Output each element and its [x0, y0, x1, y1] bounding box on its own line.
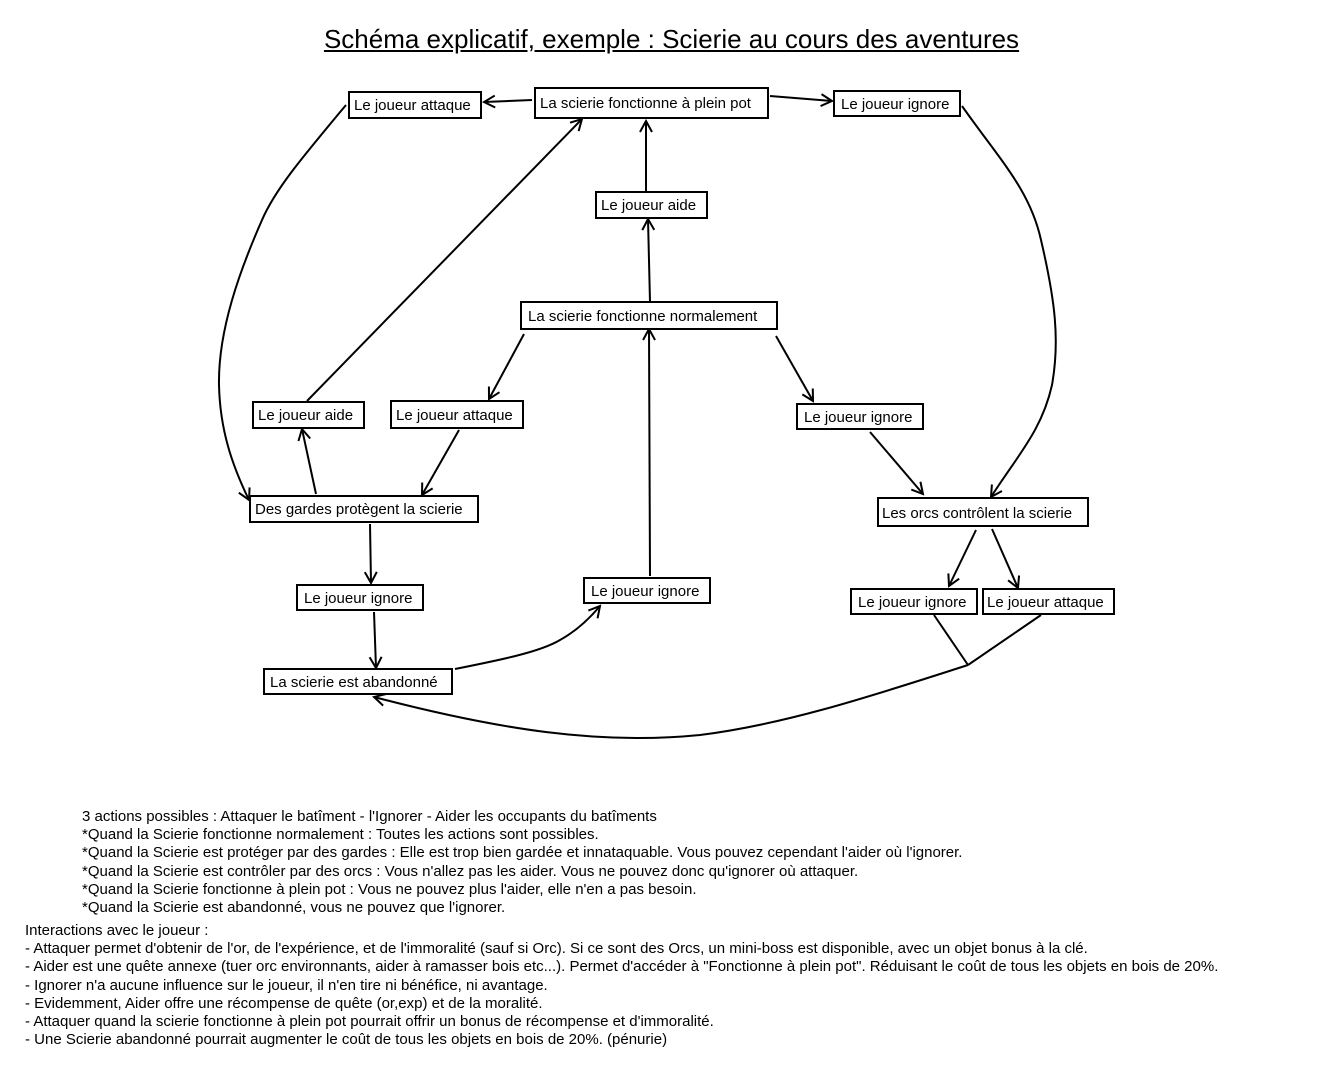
edge-abandon-ignore-to-normal	[649, 329, 650, 577]
edge-orcs-to-attaque	[991, 528, 1018, 588]
node-orcs-attaque-label: Le joueur attaque	[987, 594, 1104, 611]
note-line: *Quand la Scierie fonctionne à plein pot…	[82, 880, 697, 898]
interaction-item: - Une Scierie abandonné pourrait augment…	[25, 1031, 668, 1049]
interactions-list: - Attaquer permet d'obtenir de l'or, de …	[25, 940, 1218, 1049]
edge-normal-to-ignore	[775, 335, 813, 401]
edge-abandon-to-ignore	[454, 606, 600, 670]
note-line: *Quand la Scierie est abandonné, vous ne…	[82, 899, 506, 917]
node-gardes-aide: Le joueur aide	[252, 401, 365, 429]
node-plein-pot-label: La scierie fonctionne à plein pot	[540, 95, 752, 112]
edge-normal-to-attaque	[489, 333, 525, 399]
edge-gardes-to-aide	[302, 429, 317, 495]
edges	[217, 96, 1057, 740]
interactions-heading: Interactions avec le joueur :	[25, 922, 209, 939]
node-gardes-aide-label: Le joueur aide	[258, 407, 353, 424]
node-normal-label: La scierie fonctionne normalement	[528, 308, 758, 325]
node-orcs-ignore-label: Le joueur ignore	[858, 594, 966, 611]
note-line: *Quand la Scierie est protéger par des g…	[82, 844, 963, 862]
interactions-section: Interactions avec le joueur : - Attaquer…	[25, 922, 1218, 1049]
node-orcs-label: Les orcs contrôlent la scierie	[882, 505, 1072, 522]
node-orcs-ignore: Le joueur ignore	[850, 588, 978, 615]
node-orcs-attaque: Le joueur attaque	[982, 588, 1115, 615]
edge-plein-pot-to-ignore	[769, 96, 832, 101]
interaction-item: - Evidemment, Aider offre une récompense…	[25, 994, 543, 1012]
node-abandon-label: La scierie est abandonné	[270, 674, 438, 691]
node-orcs: Les orcs contrôlent la scierie	[877, 497, 1089, 527]
node-top-attaque-label: Le joueur attaque	[354, 97, 471, 114]
node-gardes-label: Des gardes protègent la scierie	[255, 501, 463, 518]
node-gardes-ignore: Le joueur ignore	[296, 584, 424, 611]
interaction-item: - Aider est une quête annexe (tuer orc e…	[25, 958, 1219, 976]
node-plein-pot: La scierie fonctionne à plein pot	[534, 87, 769, 119]
notes-list: 3 actions possibles : Attaquer le batîme…	[82, 808, 962, 917]
node-gardes: Des gardes protègent la scierie	[249, 495, 479, 523]
edge-normal-ignore-to-orcs	[869, 431, 923, 494]
edge-top-attaque-to-gardes	[217, 104, 347, 500]
node-normal-ignore: Le joueur ignore	[796, 403, 924, 430]
node-normal: La scierie fonctionne normalement	[520, 301, 778, 330]
node-abandon-ignore: Le joueur ignore	[583, 577, 711, 604]
edge-orcs-ignore-join	[933, 614, 969, 666]
interaction-item: - Attaquer permet d'obtenir de l'or, de …	[25, 940, 1088, 958]
edge-normal-to-top-aide	[648, 219, 650, 303]
edge-orcs-to-ignore	[949, 529, 977, 586]
node-top-ignore: Le joueur ignore	[833, 90, 961, 117]
edge-gardes-to-ignore	[370, 523, 371, 583]
page-title: Schéma explicatif, exemple : Scierie au …	[323, 24, 1020, 54]
edge-attaque-to-gardes	[422, 429, 460, 495]
node-abandon: La scierie est abandonné	[263, 668, 453, 695]
node-top-ignore-label: Le joueur ignore	[841, 96, 949, 113]
edge-top-ignore-to-orcs	[961, 105, 1057, 497]
edge-plein-pot-to-attaque	[484, 100, 533, 102]
node-top-attaque: Le joueur attaque	[348, 91, 482, 119]
node-normal-ignore-label: Le joueur ignore	[804, 409, 912, 426]
flow-diagram: La scierie fonctionne à plein pot Le jou…	[217, 87, 1115, 740]
note-line: *Quand la Scierie est contrôler par des …	[82, 862, 859, 880]
interaction-item: - Attaquer quand la scierie fonctionne à…	[25, 1013, 714, 1031]
edge-join-to-abandon	[374, 664, 969, 740]
interaction-item: - Ignorer n'a aucune influence sur le jo…	[25, 976, 548, 994]
note-line: 3 actions possibles : Attaquer le batîme…	[82, 808, 657, 825]
note-line: *Quand la Scierie fonctionne normalement…	[82, 826, 599, 844]
node-top-aide-label: Le joueur aide	[601, 197, 696, 214]
edge-gardes-ignore-to-abandon	[374, 611, 376, 668]
edge-gardes-aide-to-plein-pot	[306, 119, 582, 402]
node-abandon-ignore-label: Le joueur ignore	[591, 583, 699, 600]
node-normal-attaque: Le joueur attaque	[390, 400, 524, 429]
node-gardes-ignore-label: Le joueur ignore	[304, 590, 412, 607]
edge-orcs-attaque-join	[967, 614, 1042, 666]
node-top-aide: Le joueur aide	[595, 191, 708, 219]
node-normal-attaque-label: Le joueur attaque	[396, 407, 513, 424]
